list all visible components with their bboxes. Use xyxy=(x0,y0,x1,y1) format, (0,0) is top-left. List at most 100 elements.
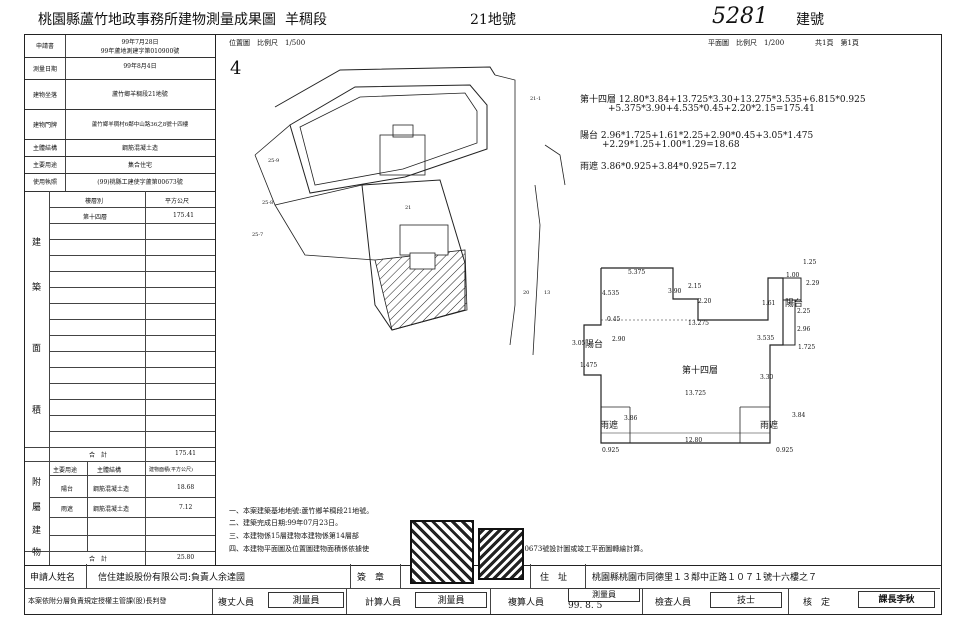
survey-date-label: 測量日期 xyxy=(32,66,57,73)
floor-plan xyxy=(583,267,802,444)
plan-balcony-right: 陽台 xyxy=(785,299,804,309)
review-date: 99. 8. 5 xyxy=(568,601,603,611)
review-staff-stamp: 測量員 xyxy=(568,588,640,602)
north-mark: 4 xyxy=(230,58,242,79)
floor-column-head: 樓層別 xyxy=(85,198,104,205)
floor-row-area: 175.41 xyxy=(173,212,194,219)
dim-0925-left: 0.925 xyxy=(602,447,620,454)
location-map-label: 位置圖 比例尺 1/500 xyxy=(229,39,306,47)
dim-0925-right: 0.925 xyxy=(776,447,794,454)
note-4: 四、本建物平面圖及位置圖建物面積係依據使 xyxy=(229,545,369,553)
survey-date: 99年8月4日 xyxy=(123,63,157,70)
dim-13725: 13.725 xyxy=(685,390,706,397)
dim-229: 2.29 xyxy=(806,280,820,287)
copy-staff-stamp: 測量員 xyxy=(268,592,344,608)
official-seal-stamp xyxy=(410,520,474,584)
office-title: 桃園縣蘆竹地政事務所建物測量成果圖 xyxy=(38,12,276,28)
building-number-handwritten: 5281 xyxy=(712,4,768,29)
attach-row-2-area: 7.12 xyxy=(179,504,193,511)
lot-13: 13 xyxy=(544,290,551,296)
dim-1280: 12.80 xyxy=(685,437,703,444)
company-seal-stamp xyxy=(478,528,524,580)
attach-char-2: 屬 xyxy=(32,503,42,513)
attach-row-1-area: 18.68 xyxy=(177,484,195,491)
lot-21-1: 21-1 xyxy=(530,96,542,102)
applicant-name: 信住建設股份有限公司:負責人余達國 xyxy=(98,573,246,583)
seal-label: 簽 章 xyxy=(357,573,385,583)
land-number: 21地號 xyxy=(470,12,516,28)
lot-25-9: 25-9 xyxy=(268,158,280,164)
calc-staff-stamp: 測量員 xyxy=(415,592,487,608)
approve-label: 核 定 xyxy=(803,598,831,608)
dim-386: 3.86 xyxy=(624,415,638,422)
plan-rain-left: 雨遮 xyxy=(600,421,619,431)
building-info-panel: 申請書 99年7月28日 99年蘆地測建字第010900號 測量日期 99年8月… xyxy=(24,34,216,566)
disclaimer: 本案依附分層負責規定授權主管課(股)長判發 xyxy=(28,597,167,605)
use-value: 集合住宅 xyxy=(127,162,152,169)
attach-total-label: 合 計 xyxy=(89,556,108,563)
applicant-date: 99年7月28日 xyxy=(121,39,159,46)
note-4-continued: 00673號設計圖或竣工平面圖轉繪計算。 xyxy=(520,545,648,553)
dim-100: 1.00 xyxy=(786,272,800,279)
dim-215: 2.15 xyxy=(688,283,702,290)
attach-head-area: 建物面積(平方公尺) xyxy=(149,467,193,473)
calc-floor-1: 第十四層 12.80*3.84+13.725*3.30+13.275*3.535… xyxy=(580,95,866,105)
attach-row-1-use: 陽台 xyxy=(61,486,74,493)
dim-1725: 1.725 xyxy=(798,344,816,351)
side-char-4: 積 xyxy=(32,406,42,416)
dim-5375: 5.375 xyxy=(628,269,646,276)
dim-161: 1.61 xyxy=(762,300,776,307)
location-value: 蘆竹鄉羊稠段21地號 xyxy=(112,91,168,98)
building-number-label: 建號 xyxy=(796,12,824,28)
dim-330: 3.30 xyxy=(760,374,774,381)
note-2: 二、建築完成日期:99年07月23日。 xyxy=(229,519,343,527)
dim-4535: 4.535 xyxy=(602,290,620,297)
applicant-name-label: 申請人姓名 xyxy=(30,573,76,583)
attach-char-1: 附 xyxy=(32,478,42,488)
structure-label: 主體結構 xyxy=(32,145,57,152)
dim-305: 3.05 xyxy=(572,340,586,347)
door-label: 建物門牌 xyxy=(32,122,57,129)
dim-220: 2.20 xyxy=(698,298,712,305)
review-staff-label: 複算人員 xyxy=(508,598,545,608)
note-1: 一、本案建築基地地號:蘆竹鄉羊稠段21地號。 xyxy=(229,507,374,515)
dim-290: 2.90 xyxy=(612,336,626,343)
license-value: (99)桃縣工建使字蘆第00673號 xyxy=(97,179,183,186)
dim-296: 2.96 xyxy=(797,326,811,333)
attach-head-use: 主要用途 xyxy=(53,467,78,474)
side-char-3: 面 xyxy=(32,344,42,354)
lot-20: 20 xyxy=(523,290,530,296)
address-value: 桃園縣桃園市同德里１３鄰中正路１０７１號十六樓之７ xyxy=(592,573,818,583)
approve-stamp: 課長李秋 xyxy=(858,591,935,608)
area-total-value: 175.41 xyxy=(175,450,196,457)
side-char-1: 建 xyxy=(32,238,42,248)
license-label: 使用執照 xyxy=(32,179,57,186)
lot-21: 21 xyxy=(405,205,412,211)
side-char-2: 築 xyxy=(32,283,42,293)
copy-staff-label: 複丈人員 xyxy=(218,598,255,608)
lot-25-8: 25-8 xyxy=(262,200,274,206)
location-map xyxy=(254,66,566,356)
dim-1475: 1.475 xyxy=(580,362,598,369)
calc-staff-label: 計算人員 xyxy=(365,598,402,608)
plan-rain-right: 雨遮 xyxy=(760,421,779,431)
note-3: 三、本建物係15層建物本建物係第14層部 xyxy=(229,532,359,540)
calc-floor-2: +5.375*3.90+4.535*0.45+2.20*2.15=175.41 xyxy=(608,104,815,114)
door-value: 蘆竹鄉羊稠村6鄰中山路36之8號十四樓 xyxy=(91,122,189,128)
dim-13275: 13.275 xyxy=(688,320,709,327)
area-total-label: 合 計 xyxy=(89,452,108,459)
plan-floor-label: 第十四層 xyxy=(682,366,719,376)
check-staff-stamp: 技士 xyxy=(710,592,782,608)
section-name: 羊稠段 xyxy=(285,12,327,28)
attach-row-1-struct: 鋼筋混凝土造 xyxy=(93,486,130,493)
check-staff-label: 檢查人員 xyxy=(655,598,692,608)
floor-row-name: 第十四層 xyxy=(83,214,108,221)
applicant-number: 99年蘆地測建字第010900號 xyxy=(100,48,180,55)
footer-frame xyxy=(24,564,942,615)
attach-head-struct: 主體結構 xyxy=(97,467,122,474)
structure-value: 鋼筋混凝土造 xyxy=(121,145,158,152)
plan-scale-label: 平面圖 比例尺 1/200 xyxy=(708,39,785,47)
attach-char-4: 物 xyxy=(32,548,42,558)
page-info: 共1頁 第1頁 xyxy=(815,39,859,47)
dim-045: 0.45 xyxy=(607,316,621,323)
